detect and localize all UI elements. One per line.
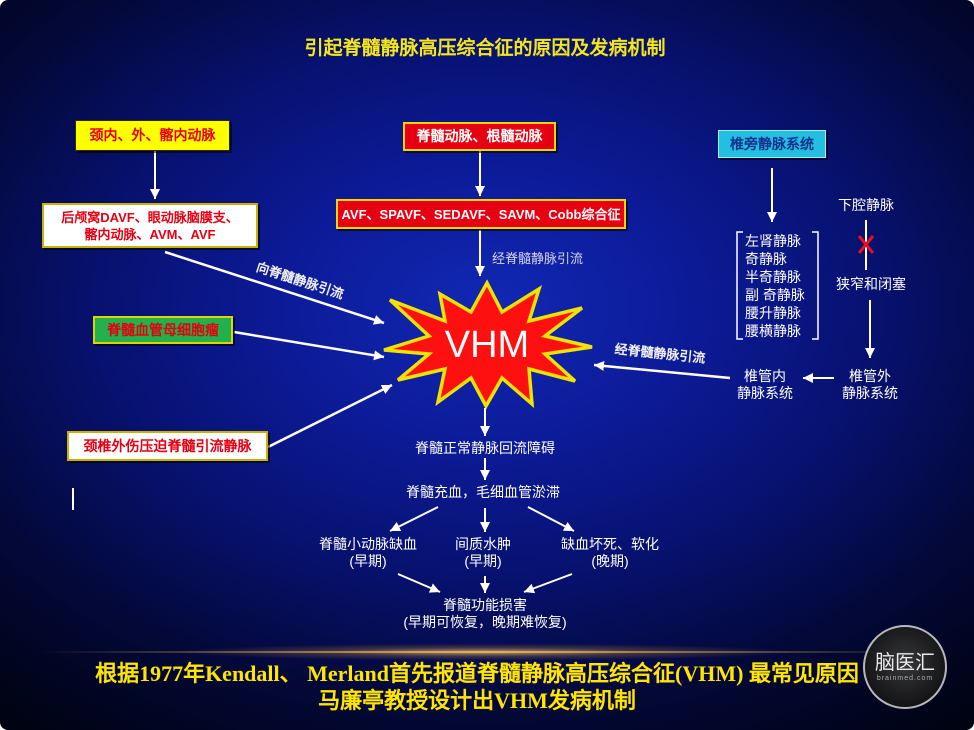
node-extraspinal-line-2: 静脉系统: [842, 385, 898, 401]
gold-divider-line: [40, 651, 930, 653]
node-ischemia-stage: (早期): [349, 553, 387, 569]
arrow-congestion-to-necrosis: [527, 506, 575, 532]
node-edema: 间质水肿 (早期): [433, 536, 533, 570]
arrow-necrosis-to-dysfunction: [523, 573, 573, 594]
footer-line-1: 根据1977年Kendall、 Merland首先报道脊髓静脉高压综合征(VHM…: [95, 661, 859, 686]
brand-logo-site: brainmed.com: [876, 674, 934, 682]
box-spinal-arteries: 脊髓动脉、根髓动脉: [403, 122, 556, 151]
vein-list: 左肾静脉 奇静脉 半奇静脉 副 奇静脉 腰升静脉 腰横静脉: [745, 232, 811, 340]
label-top-drainage: 经脊髓静脉引流: [492, 251, 584, 266]
brand-logo-name: 脑医汇: [875, 651, 935, 674]
box-fistula-sources-line-1: 后颅窝DAVF、眼动脉脑膜支、: [61, 209, 239, 225]
node-dysfunction-note: (早期可恢复，晚期难恢复): [403, 614, 567, 630]
box-fistula-sources: 后颅窝DAVF、眼动脉脑膜支、 髂内动脉、AVM、AVF: [42, 203, 258, 248]
vein-list-bracket-left: [736, 231, 743, 340]
node-intraspinal-system: 椎管内 静脉系统: [725, 368, 805, 402]
node-congestion: 脊髓充血，毛细血管淤滞: [406, 484, 560, 500]
box-spinal-arteries-label: 脊髓动脉、根髓动脉: [416, 128, 543, 144]
slide-title: 引起脊髓静脉高压综合征的原因及发病机制: [304, 38, 666, 59]
node-edema-stage: (早期): [464, 553, 502, 569]
vein-list-bracket-right: [812, 231, 819, 340]
vhm-starburst: [383, 279, 593, 410]
node-dysfunction: 脊髓功能损害 (早期可恢复，晚期难恢复): [365, 597, 605, 631]
box-malformations: AVF、SPAVF、SEDAVF、SAVM、Cobb综合征: [336, 199, 626, 229]
vein-item-transverse-lumbar: 腰横静脉: [745, 323, 801, 339]
node-necrosis: 缺血坏死、软化 (晚期): [540, 536, 680, 570]
vein-item-azygos: 奇静脉: [745, 251, 787, 267]
arrow-fistula-to-vhm: [164, 250, 385, 325]
node-venous-outflow-obstruction: 脊髓正常静脉回流障碍: [415, 440, 555, 456]
box-cervical-trauma: 颈椎外伤压迫脊髓引流静脉: [67, 431, 268, 461]
box-hemangioblastoma-label: 脊髓血管母细胞瘤: [107, 321, 219, 338]
vein-item-accessory-hemiazygos: 副 奇静脉: [745, 287, 805, 303]
vhm-label: VHM: [444, 324, 530, 366]
arrow-congestion-to-ischemia: [389, 506, 439, 532]
footer-line-2: 马廉亭教授设计出VHM发病机制: [318, 688, 636, 713]
box-external-arteries-label: 颈内、外、髂内动脉: [89, 127, 216, 143]
box-malformations-label: AVF、SPAVF、SEDAVF、SAVM、Cobb综合征: [341, 206, 621, 222]
blocked-cross-stroke-b: [857, 235, 875, 254]
node-edema-label: 间质水肿: [455, 536, 511, 552]
box-hemangioblastoma: 脊髓血管母细胞瘤: [93, 316, 233, 344]
node-dysfunction-label: 脊髓功能损害: [443, 597, 527, 613]
vein-item-left-renal: 左肾静脉: [745, 233, 801, 249]
arrow-intraspinal-to-vhm: [593, 360, 731, 380]
node-extraspinal-line-1: 椎管外: [849, 368, 891, 384]
arrow-trauma-to-vhm: [267, 383, 393, 449]
blocked-cross-icon: [857, 235, 875, 254]
box-paravertebral-label: 椎旁静脉系统: [730, 135, 814, 152]
brand-logo: 脑医汇 brainmed.com: [863, 625, 947, 709]
label-ivc: 下腔静脉: [838, 197, 894, 213]
arrow-hemangioblastoma-to-vhm: [233, 330, 385, 361]
node-intraspinal-line-2: 静脉系统: [737, 385, 793, 401]
vein-item-hemiazygos: 半奇静脉: [745, 269, 801, 285]
arrow-ischemia-to-dysfunction: [397, 573, 441, 593]
box-fistula-sources-line-2: 髂内动脉、AVM、AVF: [84, 226, 216, 242]
box-external-arteries: 颈内、外、髂内动脉: [75, 120, 230, 151]
node-necrosis-label: 缺血坏死、软化: [561, 536, 659, 552]
node-ischemia: 脊髓小动脉缺血 (早期): [298, 536, 438, 570]
node-ischemia-label: 脊髓小动脉缺血: [319, 536, 417, 552]
vein-item-ascending-lumbar: 腰升静脉: [745, 305, 801, 321]
box-cervical-trauma-label: 颈椎外伤压迫脊髓引流静脉: [83, 437, 252, 454]
node-extraspinal-system: 椎管外 静脉系统: [830, 368, 910, 402]
node-necrosis-stage: (晚期): [591, 553, 629, 569]
box-paravertebral: 椎旁静脉系统: [718, 130, 826, 158]
label-stenosis: 狭窄和闭塞: [836, 276, 906, 292]
node-intraspinal-line-1: 椎管内: [744, 368, 786, 384]
